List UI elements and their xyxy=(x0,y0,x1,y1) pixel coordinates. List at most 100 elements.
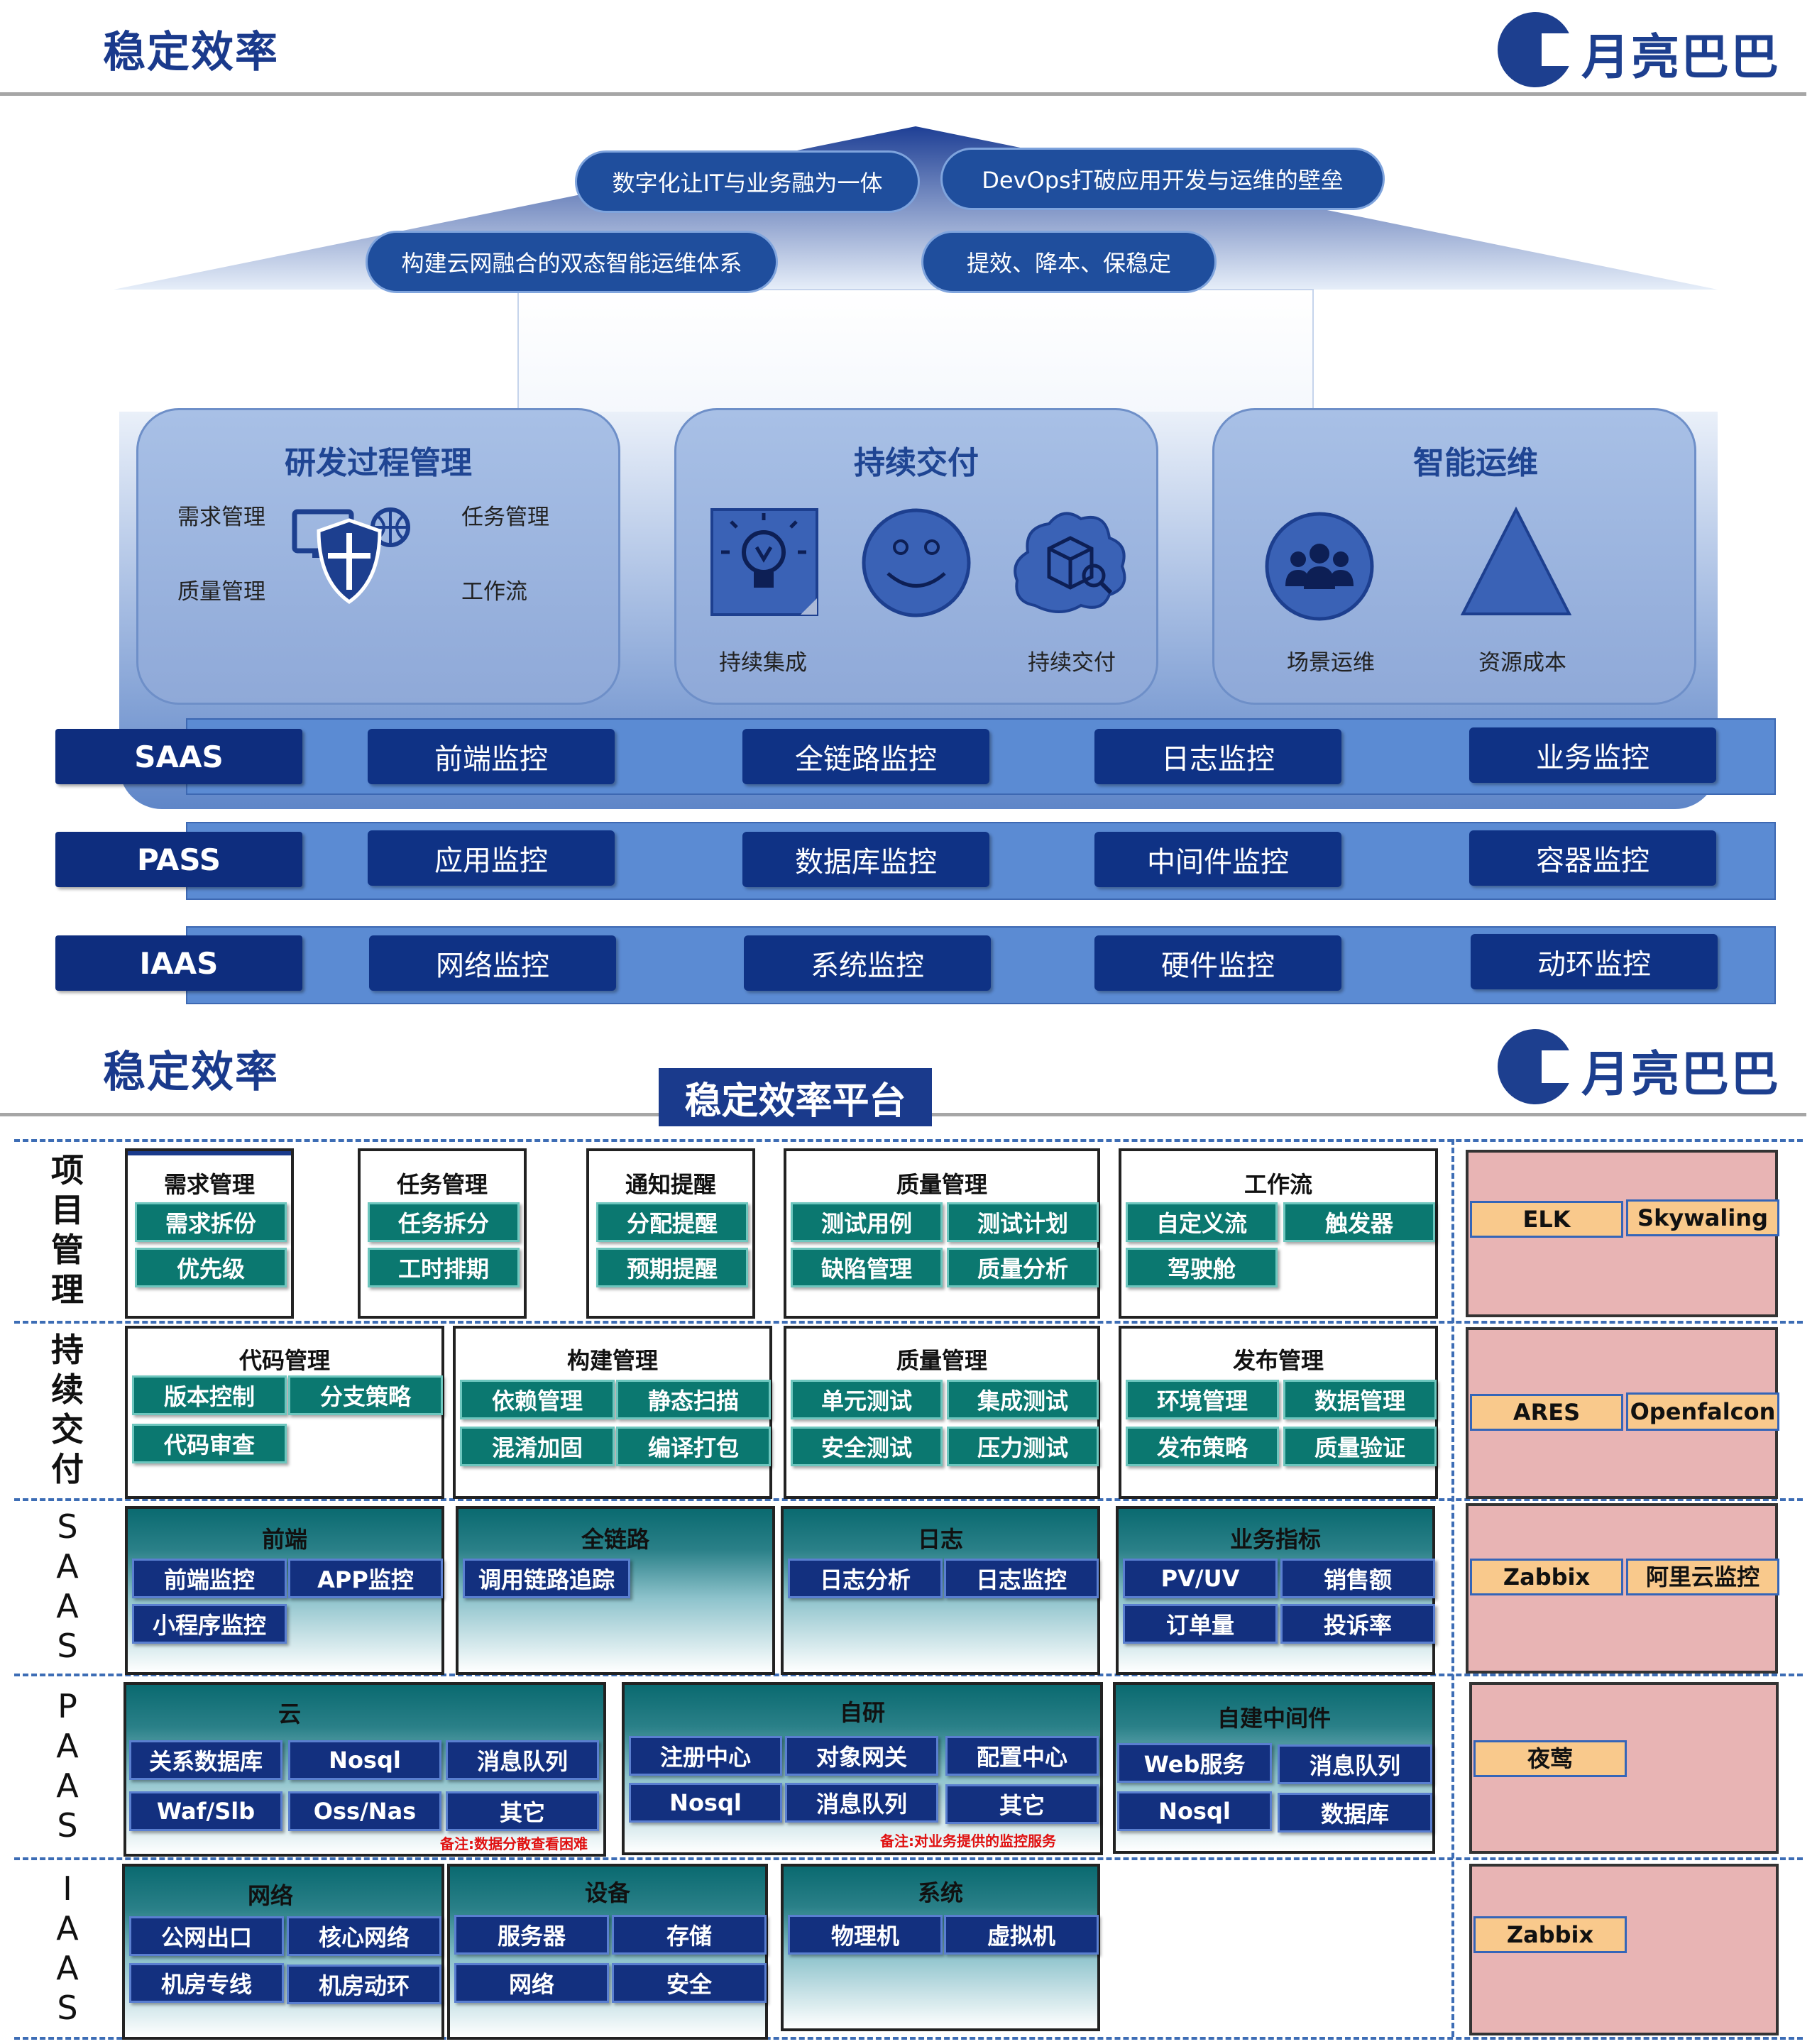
capability-box: 测试计划 xyxy=(947,1202,1099,1242)
capability-box: 压力测试 xyxy=(947,1427,1099,1466)
capability-box: 前端监控 xyxy=(132,1559,287,1598)
tool-tag: 夜莺 xyxy=(1473,1740,1627,1777)
capability-box: 分支策略 xyxy=(288,1375,443,1415)
capability-box: 依赖管理 xyxy=(460,1380,615,1419)
tool-tag: ARES xyxy=(1470,1394,1623,1431)
iaas-tag: IAAS xyxy=(55,935,302,991)
capability-box: 质量验证 xyxy=(1283,1427,1437,1466)
module-ops: 智能运维 场景运维 资源成本 xyxy=(1212,408,1696,705)
monitor-item: 日志监控 xyxy=(1094,729,1341,784)
capability-box: 编译打包 xyxy=(616,1427,771,1466)
section-label-cd: 持续交付 xyxy=(51,1331,84,1488)
monitor-item: 数据库监控 xyxy=(742,832,989,887)
capability-box: 注册中心 xyxy=(629,1736,782,1776)
capability-box: 安全 xyxy=(612,1963,767,2003)
capability-box: 需求拆份 xyxy=(135,1202,287,1242)
capability-box: 配置中心 xyxy=(945,1736,1099,1776)
capability-box: 对象网关 xyxy=(785,1736,938,1776)
capability-box: 订单量 xyxy=(1123,1604,1278,1644)
card-saas-tracing: 全链路 调用链路追踪 xyxy=(456,1506,775,1675)
card-cd-quality: 质量管理 单元测试 集成测试 安全测试 压力测试 xyxy=(784,1326,1100,1499)
goal-pill-2: DevOps打破应用开发与运维的壁垒 xyxy=(940,148,1385,210)
card-title: 云 xyxy=(278,1700,301,1727)
tool-tag: Zabbix xyxy=(1473,1916,1627,1953)
capability-box: Web服务 xyxy=(1117,1743,1272,1783)
card-note: 备注:对业务提供的监控服务 xyxy=(880,1833,1056,1850)
card-pm-tasks: 任务管理 任务拆分 工时排期 xyxy=(358,1148,527,1319)
capability-box: 服务器 xyxy=(454,1915,609,1955)
module-cd-item: 持续交付 xyxy=(1028,650,1116,676)
capability-box: 其它 xyxy=(446,1791,599,1831)
capability-box: 机房动环 xyxy=(287,1965,441,2004)
card-title: 业务指标 xyxy=(1229,1526,1321,1553)
monitor-item: 应用监控 xyxy=(368,830,615,886)
capability-box: APP监控 xyxy=(288,1559,443,1598)
module-cd-item: 持续集成 xyxy=(719,650,807,676)
capability-box: 其它 xyxy=(945,1784,1099,1824)
card-title: 质量管理 xyxy=(896,1347,987,1374)
monitor-item: 前端监控 xyxy=(368,729,615,784)
capability-box: 自定义流 xyxy=(1126,1202,1278,1242)
module-ops-title: 智能运维 xyxy=(1413,445,1538,481)
card-title: 通知提醒 xyxy=(625,1171,716,1198)
saas-tag: SAAS xyxy=(55,729,302,784)
card-pm-notify: 通知提醒 分配提醒 预期提醒 xyxy=(586,1148,755,1319)
card-saas-frontend: 前端 前端监控 APP监控 小程序监控 xyxy=(125,1506,444,1675)
page-title-2: 稳定效率 xyxy=(103,1048,279,1097)
capability-box: 机房专线 xyxy=(129,1963,284,2003)
cloud-box-icon xyxy=(1014,512,1126,613)
capability-box: 公网出口 xyxy=(129,1916,284,1956)
module-cd: 持续交付 持续集成 持续交付 xyxy=(674,408,1158,705)
capability-box: 混淆加固 xyxy=(460,1427,615,1466)
team-icon xyxy=(1265,512,1374,621)
tool-tag: Zabbix xyxy=(1470,1559,1623,1595)
capability-box: 集成测试 xyxy=(947,1380,1099,1419)
tools-panel-iaas: Zabbix xyxy=(1469,1864,1779,2035)
tool-tag: ELK xyxy=(1470,1201,1623,1238)
capability-box: 日志监控 xyxy=(944,1559,1099,1598)
card-title: 任务管理 xyxy=(396,1171,488,1198)
smiley-icon xyxy=(862,508,971,617)
capability-box: 优先级 xyxy=(135,1248,287,1287)
card-cd-build: 构建管理 依赖管理 静态扫描 混淆加固 编译打包 xyxy=(453,1326,772,1499)
security-shield-icon xyxy=(292,507,410,605)
module-ops-item: 资源成本 xyxy=(1478,650,1566,676)
logo-text: 月亮巴巴 xyxy=(1581,1047,1781,1103)
monitor-item: 容器监控 xyxy=(1469,830,1716,886)
capability-box: 消息队列 xyxy=(785,1783,938,1823)
card-iaas-network: 网络 公网出口 核心网络 机房专线 机房动环 xyxy=(122,1864,444,2040)
card-paas-middleware: 自建中间件 Web服务 消息队列 Nosql 数据库 xyxy=(1113,1682,1435,1854)
module-cd-title: 持续交付 xyxy=(854,445,979,481)
capability-box: 任务拆分 xyxy=(368,1202,520,1242)
tools-panel-saas: Zabbix 阿里云监控 xyxy=(1466,1503,1779,1674)
capability-box: Oss/Nas xyxy=(288,1791,441,1831)
capability-box: Nosql xyxy=(629,1783,782,1823)
card-title: 需求管理 xyxy=(163,1171,255,1198)
module-rd-item: 需求管理 xyxy=(177,505,265,530)
capability-box: 质量分析 xyxy=(947,1248,1099,1287)
card-paas-cloud: 云 关系数据库 Nosql 消息队列 Waf/Slb Oss/Nas 其它 备注… xyxy=(123,1682,606,1857)
card-title: 前端 xyxy=(261,1526,307,1553)
triangle-icon xyxy=(1460,506,1572,615)
capability-box: 环境管理 xyxy=(1126,1380,1279,1419)
card-iaas-system: 系统 物理机 虚拟机 xyxy=(781,1864,1100,2031)
capability-box: 单元测试 xyxy=(791,1380,943,1419)
capability-box: 网络 xyxy=(454,1963,609,2003)
card-iaas-devices: 设备 服务器 存储 网络 安全 xyxy=(447,1864,768,2040)
tool-tag: Openfalcon xyxy=(1626,1392,1779,1431)
section-label-pm: 项目管理 xyxy=(51,1150,84,1309)
capability-box: 测试用例 xyxy=(791,1202,943,1242)
tool-tag: 阿里云监控 xyxy=(1626,1559,1779,1595)
card-title: 自研 xyxy=(839,1699,885,1726)
capability-box: 调用链路追踪 xyxy=(463,1559,630,1598)
paas-tag: PASS xyxy=(55,832,302,887)
tool-tag: Skywaling xyxy=(1626,1199,1779,1236)
card-saas-business: 业务指标 PV/UV 销售额 订单量 投诉率 xyxy=(1116,1506,1435,1675)
platform-title: 稳定效率平台 xyxy=(659,1068,932,1126)
monitor-item: 硬件监控 xyxy=(1094,935,1341,991)
card-pm-quality: 质量管理 测试用例 测试计划 缺陷管理 质量分析 xyxy=(784,1148,1100,1319)
page-title: 稳定效率 xyxy=(103,28,279,77)
